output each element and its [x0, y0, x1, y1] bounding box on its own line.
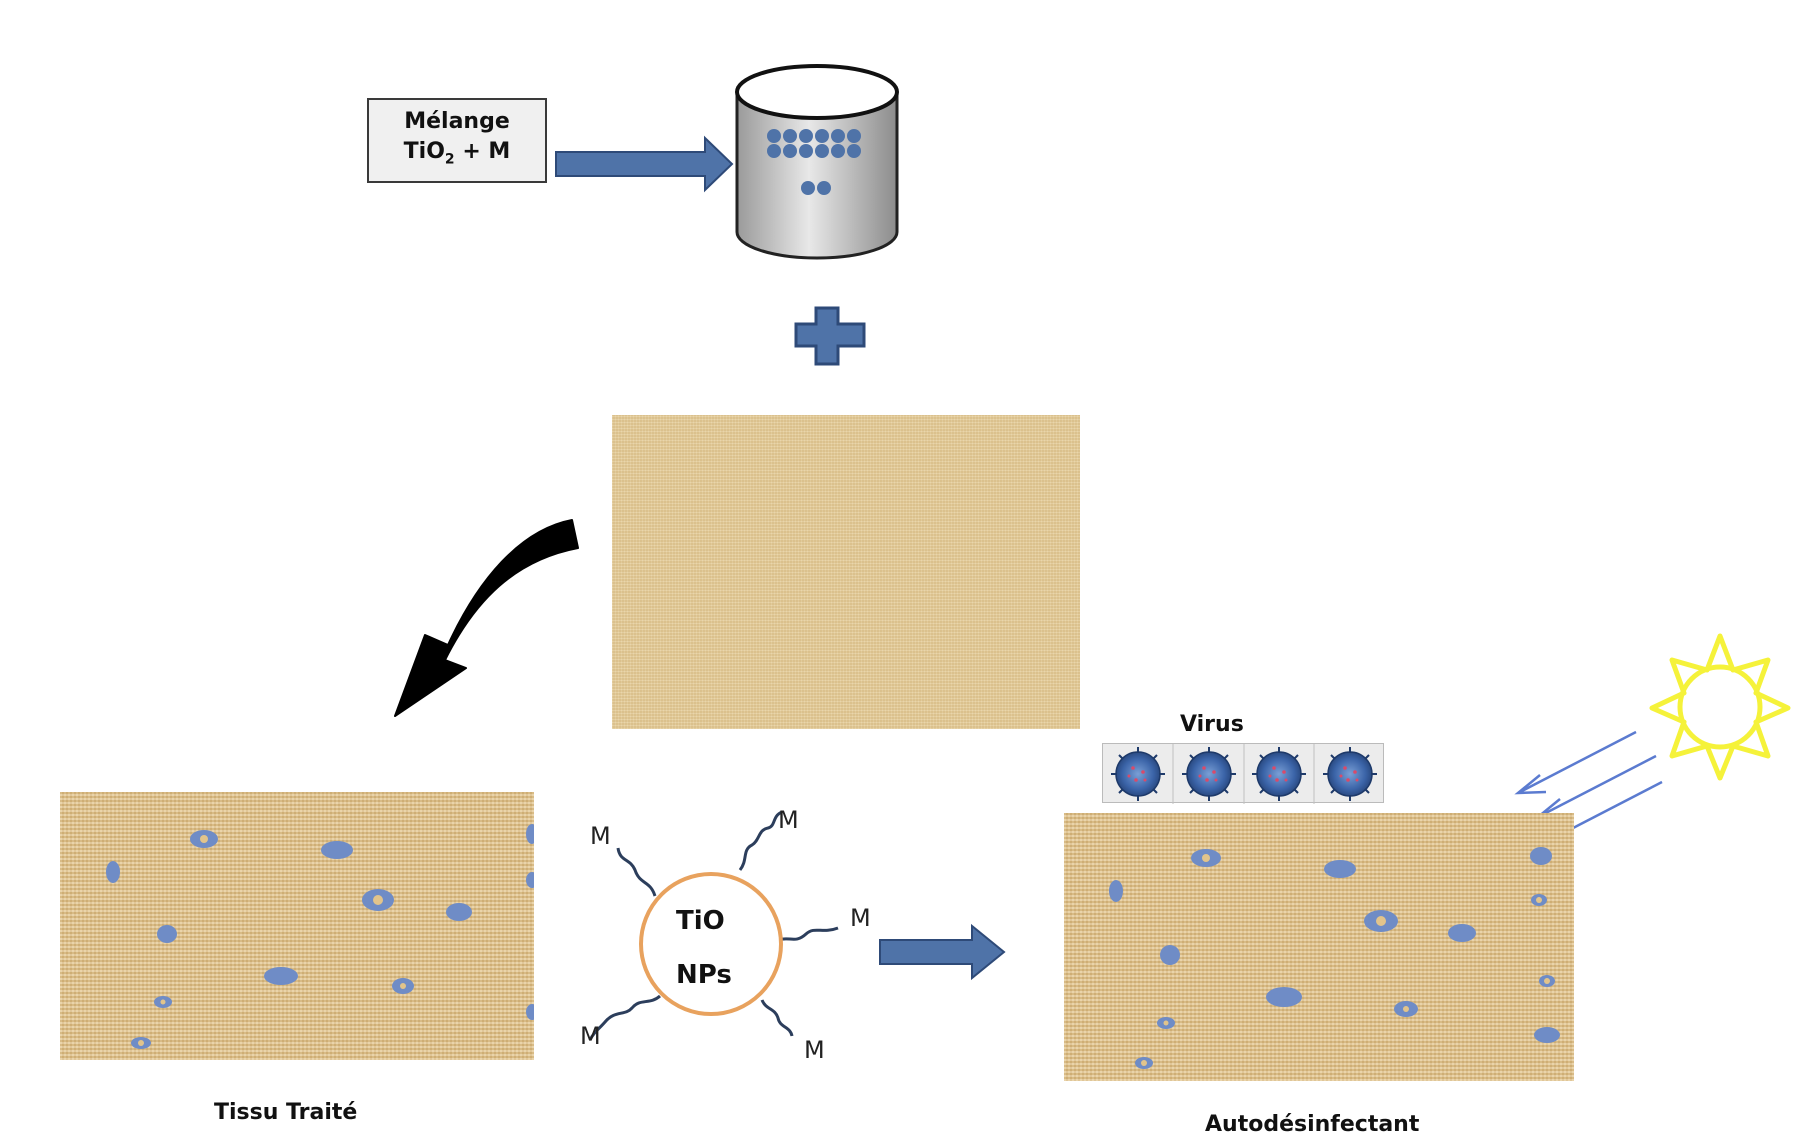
arrow-to-container — [555, 135, 734, 193]
ligand-label: M — [804, 1036, 825, 1064]
treated-fabric-dots — [106, 824, 538, 1049]
virus-icon — [1252, 747, 1306, 801]
particles-in-container — [767, 129, 861, 195]
nanoparticle-ring — [639, 872, 783, 1016]
ligand-label: M — [580, 1022, 601, 1050]
treated-fabric-label: Tissu Traité — [214, 1100, 358, 1125]
mixture-line2: TiO2 + M — [403, 138, 511, 168]
result-fabric-dots — [1109, 847, 1560, 1069]
virus-icon — [1182, 747, 1236, 801]
plus-icon — [794, 306, 866, 366]
virus-icons — [1111, 744, 1377, 804]
result-label: Autodésinfectant — [1205, 1112, 1420, 1137]
mixture-box: Mélange TiO2 + M — [367, 98, 547, 183]
np-text-line1: TiO — [676, 906, 725, 936]
ligand-label: M — [590, 822, 611, 850]
ligand-chains — [588, 810, 839, 1041]
curved-arrow — [394, 519, 579, 717]
virus-label: Virus — [1180, 712, 1244, 737]
treated-fabric — [60, 792, 538, 1060]
untreated-fabric — [612, 415, 1080, 729]
ligand-label: M — [850, 904, 871, 932]
ligand-label: M — [778, 806, 799, 834]
arrow-to-result — [879, 923, 1006, 981]
virus-icon — [1111, 747, 1165, 801]
np-text-line2: NPs — [676, 960, 732, 990]
virus-strip — [1102, 743, 1384, 804]
container-icon — [735, 64, 899, 260]
mixture-line1: Mélange — [404, 108, 510, 134]
virus-icon — [1323, 747, 1377, 801]
result-fabric — [1064, 813, 1574, 1081]
sun-icon — [1649, 633, 1791, 781]
